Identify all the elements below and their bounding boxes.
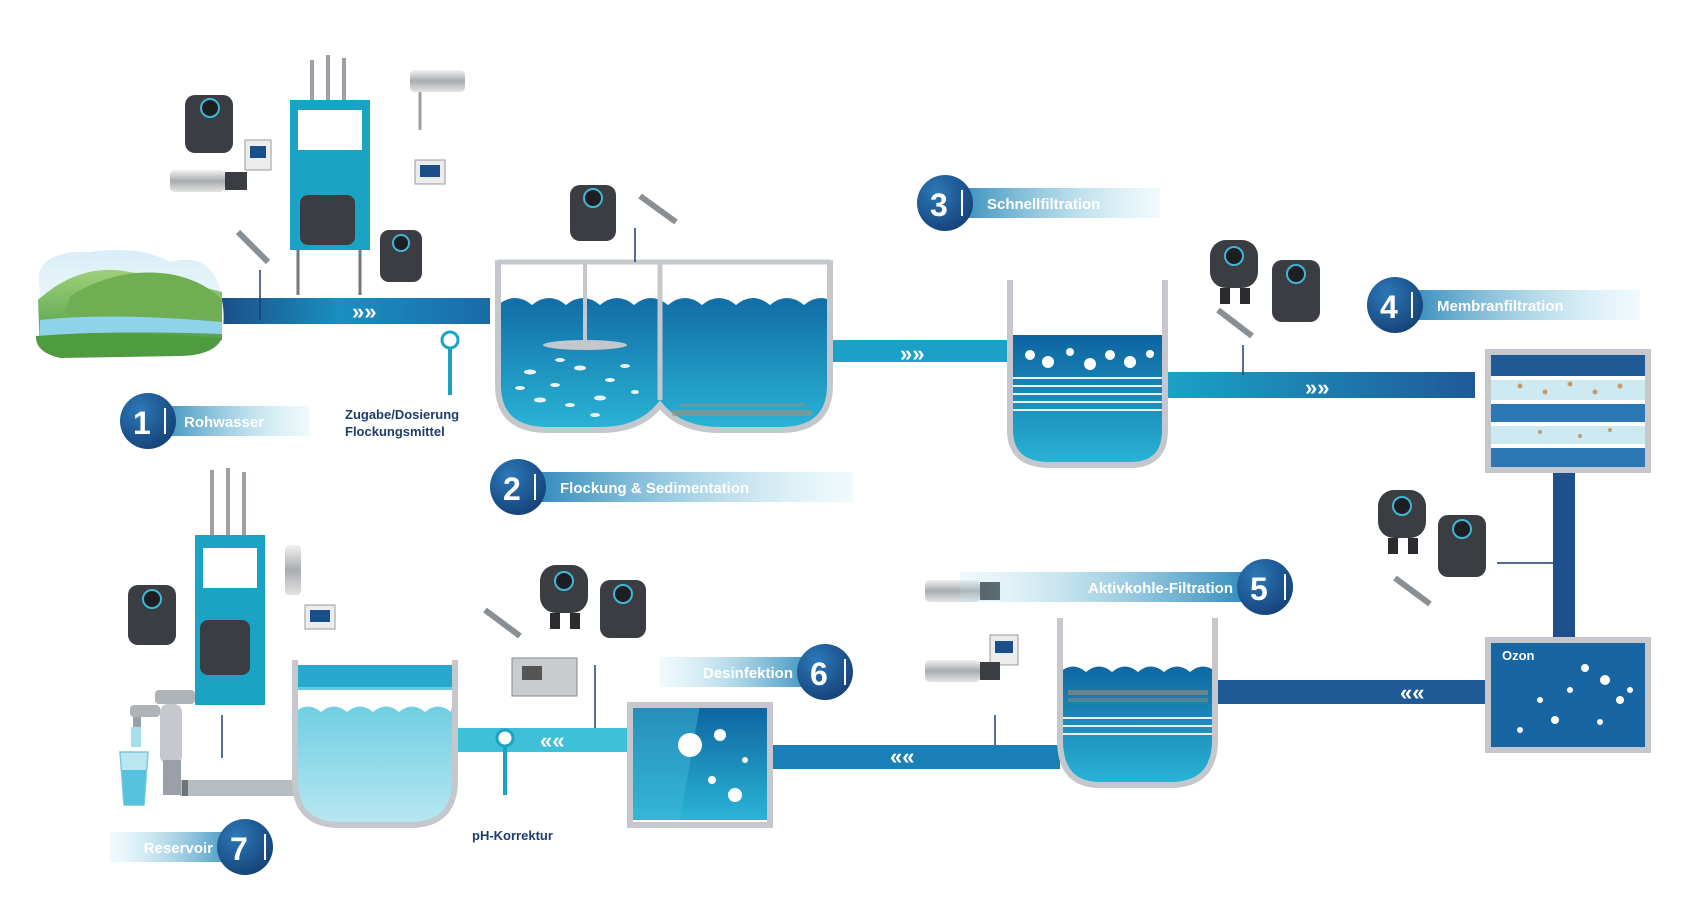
dosing-point-flocculant	[440, 330, 460, 395]
dosing-pump-icon	[540, 565, 588, 629]
step-4-label: Membranfiltration	[1437, 298, 1564, 315]
reservoir-tank	[292, 660, 458, 828]
pipe-carbon-to-disinfection	[760, 745, 1060, 769]
dosing-pump-icon	[570, 185, 616, 241]
pipe-filter-to-membrane	[1160, 372, 1475, 398]
step-badge-2: 2 Flockung & Sedimentation	[490, 459, 853, 515]
pipe-membrane-to-ozone	[1553, 470, 1575, 640]
dosing-pump-icon	[1378, 490, 1426, 554]
dosing-pump-icon	[1272, 260, 1320, 322]
controller-unit-icon	[244, 139, 272, 171]
dosing-station-icon	[290, 55, 370, 295]
controller-unit-icon	[511, 657, 578, 697]
dosing-pump-icon	[1210, 240, 1258, 304]
disinfection-tank	[627, 702, 773, 828]
ozone-tank: Ozon	[1485, 637, 1651, 753]
flow-arrow-4: ««	[1400, 680, 1424, 705]
step-badge-6: 6 Desinfektion	[660, 644, 853, 700]
pipe-reservoir-to-tap	[180, 780, 295, 796]
step-badge-7: 7 Reservoir	[110, 819, 273, 875]
landscape-icon	[35, 249, 224, 358]
faucet-icon	[130, 690, 195, 795]
step-badge-3: 3 Schnellfiltration	[917, 175, 1160, 231]
step-2-number: 2	[503, 471, 521, 507]
step-1-number: 1	[133, 405, 151, 441]
sensor-probe-icon	[925, 660, 1000, 682]
pipe-disinfection-to-reservoir	[450, 728, 630, 752]
step-5-number: 5	[1250, 571, 1268, 607]
dosing-note-line2: Flockungsmittel	[345, 424, 445, 439]
sensor-probe-icon	[170, 170, 247, 192]
step-badge-1: 1 Rohwasser	[120, 393, 310, 449]
controller-unit-icon	[989, 634, 1019, 666]
pipe-ozone-to-carbon	[1210, 680, 1485, 704]
step-5-label: Aktivkohle-Filtration	[1088, 580, 1233, 597]
flow-arrow-1: »»	[352, 299, 376, 324]
step-4-number: 4	[1380, 289, 1398, 325]
dosing-point-ph	[495, 728, 515, 795]
dosing-pump-icon	[128, 585, 176, 645]
pipe-raw-to-floc	[190, 298, 490, 324]
flow-arrow-6: ««	[540, 728, 564, 753]
step-1-label: Rohwasser	[184, 414, 264, 431]
pipe-floc-to-filter	[820, 340, 1010, 362]
water-stream	[131, 727, 141, 747]
flow-arrows: »» »» »» «« «« ««	[352, 299, 1424, 769]
flow-arrow-5: ««	[890, 744, 914, 769]
carbon-filter-tank	[1057, 618, 1218, 788]
rapid-filter-tank	[1007, 280, 1168, 468]
step-2-label: Flockung & Sedimentation	[560, 480, 749, 497]
step-badge-5: 5 Aktivkohle-Filtration	[960, 559, 1293, 615]
dosing-note-line1: Zugabe/Dosierung	[345, 407, 459, 422]
dosing-pump-icon	[185, 95, 233, 153]
flow-arrow-3: »»	[1305, 375, 1329, 400]
step-badge-4: 4 Membranfiltration	[1367, 277, 1640, 333]
step-3-label: Schnellfiltration	[987, 196, 1100, 213]
sensor-probe-icon	[285, 545, 336, 630]
pipe-network	[180, 298, 1575, 796]
ph-note: pH-Korrektur	[472, 828, 553, 843]
equipment	[119, 55, 1553, 806]
step-6-number: 6	[810, 656, 828, 692]
glass-icon	[119, 751, 149, 806]
step-7-number: 7	[230, 831, 248, 867]
membrane-tank	[1485, 349, 1651, 473]
flocculation-tank	[495, 259, 838, 433]
step-3-number: 3	[930, 187, 948, 223]
sensor-probe-icon	[410, 70, 465, 185]
dosing-pump-icon	[1438, 515, 1486, 577]
step-6-label: Desinfektion	[703, 665, 793, 682]
flow-arrow-2: »»	[900, 341, 924, 366]
dosing-pump-icon	[380, 230, 422, 282]
ozone-label: Ozon	[1502, 648, 1535, 663]
dosing-station-icon	[195, 468, 265, 705]
dosing-pump-icon	[600, 580, 646, 638]
step-7-label: Reservoir	[144, 840, 213, 857]
